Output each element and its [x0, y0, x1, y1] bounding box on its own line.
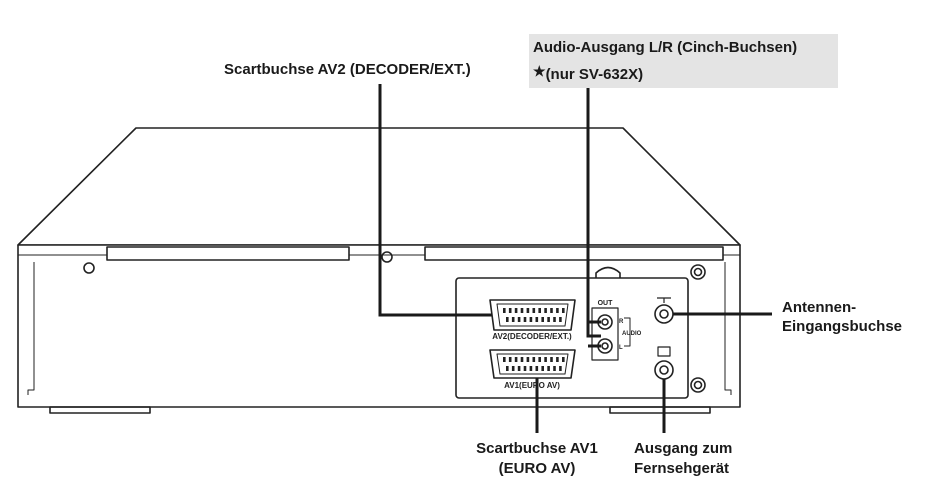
- star-icon: ★: [533, 63, 546, 79]
- l-caption: L: [619, 345, 623, 351]
- label-av1-line1: Scartbuchse AV1: [476, 440, 598, 457]
- scart-pin: [553, 366, 556, 371]
- scart-pin: [541, 317, 544, 322]
- scart-pin: [532, 308, 536, 313]
- scart-pin: [541, 366, 544, 371]
- scart-pin: [532, 357, 536, 362]
- scart-pin: [556, 357, 559, 362]
- scart-pin: [503, 357, 506, 362]
- scart-pin: [520, 308, 524, 313]
- leader-av2: [378, 84, 492, 317]
- audio-caption: AUDIO: [622, 331, 642, 337]
- scart-pin: [550, 308, 553, 313]
- scart-pin: [547, 317, 550, 322]
- vcr-foot-right: [609, 406, 711, 414]
- av2-caption: AV2(DECODER/EXT.): [492, 332, 572, 341]
- scart-pin: [535, 366, 539, 371]
- scart-pin: [511, 317, 515, 322]
- scart-pin: [535, 317, 539, 322]
- scart-pin: [529, 366, 533, 371]
- scart-pin: [503, 308, 506, 313]
- scart-pin: [517, 366, 521, 371]
- screw: [690, 377, 706, 393]
- screw: [690, 264, 706, 280]
- label-av2: Scartbuchse AV2 (DECODER/EXT.): [224, 61, 471, 78]
- label-antenna-line1: Antennen-: [782, 299, 857, 316]
- vent-slot-left: [106, 246, 350, 261]
- scart-pin: [550, 357, 553, 362]
- av1-caption: AV1(EURO AV): [504, 381, 560, 390]
- scart-pin: [523, 366, 527, 371]
- out-caption: OUT: [598, 300, 614, 307]
- scart-pin: [553, 317, 556, 322]
- leader-audio: [586, 88, 601, 338]
- scart-pin: [511, 366, 515, 371]
- scart-pin: [538, 308, 541, 313]
- scart-pin: [517, 317, 521, 322]
- connector-panel: [455, 277, 689, 399]
- scart-av2-connector: [489, 299, 576, 331]
- scart-pin: [526, 357, 530, 362]
- scart-pin: [508, 357, 512, 362]
- scart-pin: [556, 308, 559, 313]
- audio-out-frame: [591, 307, 619, 361]
- scart-pin: [562, 357, 565, 362]
- r-caption: R: [619, 319, 624, 325]
- scart-pin: [508, 308, 512, 313]
- label-audio-line2: ★(nur SV-632X): [533, 63, 644, 83]
- vent-slot-right: [424, 246, 724, 261]
- label-tv-line2: Fernsehgerät: [634, 460, 730, 477]
- screw: [381, 251, 393, 263]
- scart-pin: [559, 366, 562, 371]
- scart-pin: [547, 366, 550, 371]
- vcr-foot-left: [49, 406, 151, 414]
- scart-pin: [506, 366, 509, 371]
- label-antenna-line2: Eingangsbuchse: [782, 318, 903, 335]
- scart-pin: [544, 357, 547, 362]
- scart-pin: [523, 317, 527, 322]
- scart-pin: [538, 357, 541, 362]
- scart-pin: [506, 317, 509, 322]
- scart-pin: [529, 317, 533, 322]
- scart-pin: [526, 308, 530, 313]
- screw: [83, 262, 95, 274]
- scart-pin: [544, 308, 547, 313]
- audio-label-background: [529, 34, 838, 88]
- scart-pin: [514, 357, 518, 362]
- scart-pin: [520, 357, 524, 362]
- scart-pin: [559, 317, 562, 322]
- label-tv-line1: Ausgang zum: [634, 440, 733, 457]
- label-av1-line2: (EURO AV): [498, 460, 576, 477]
- scart-pin: [562, 308, 565, 313]
- label-audio-line1: Audio-Ausgang L/R (Cinch-Buchsen): [533, 39, 798, 56]
- scart-pin: [514, 308, 518, 313]
